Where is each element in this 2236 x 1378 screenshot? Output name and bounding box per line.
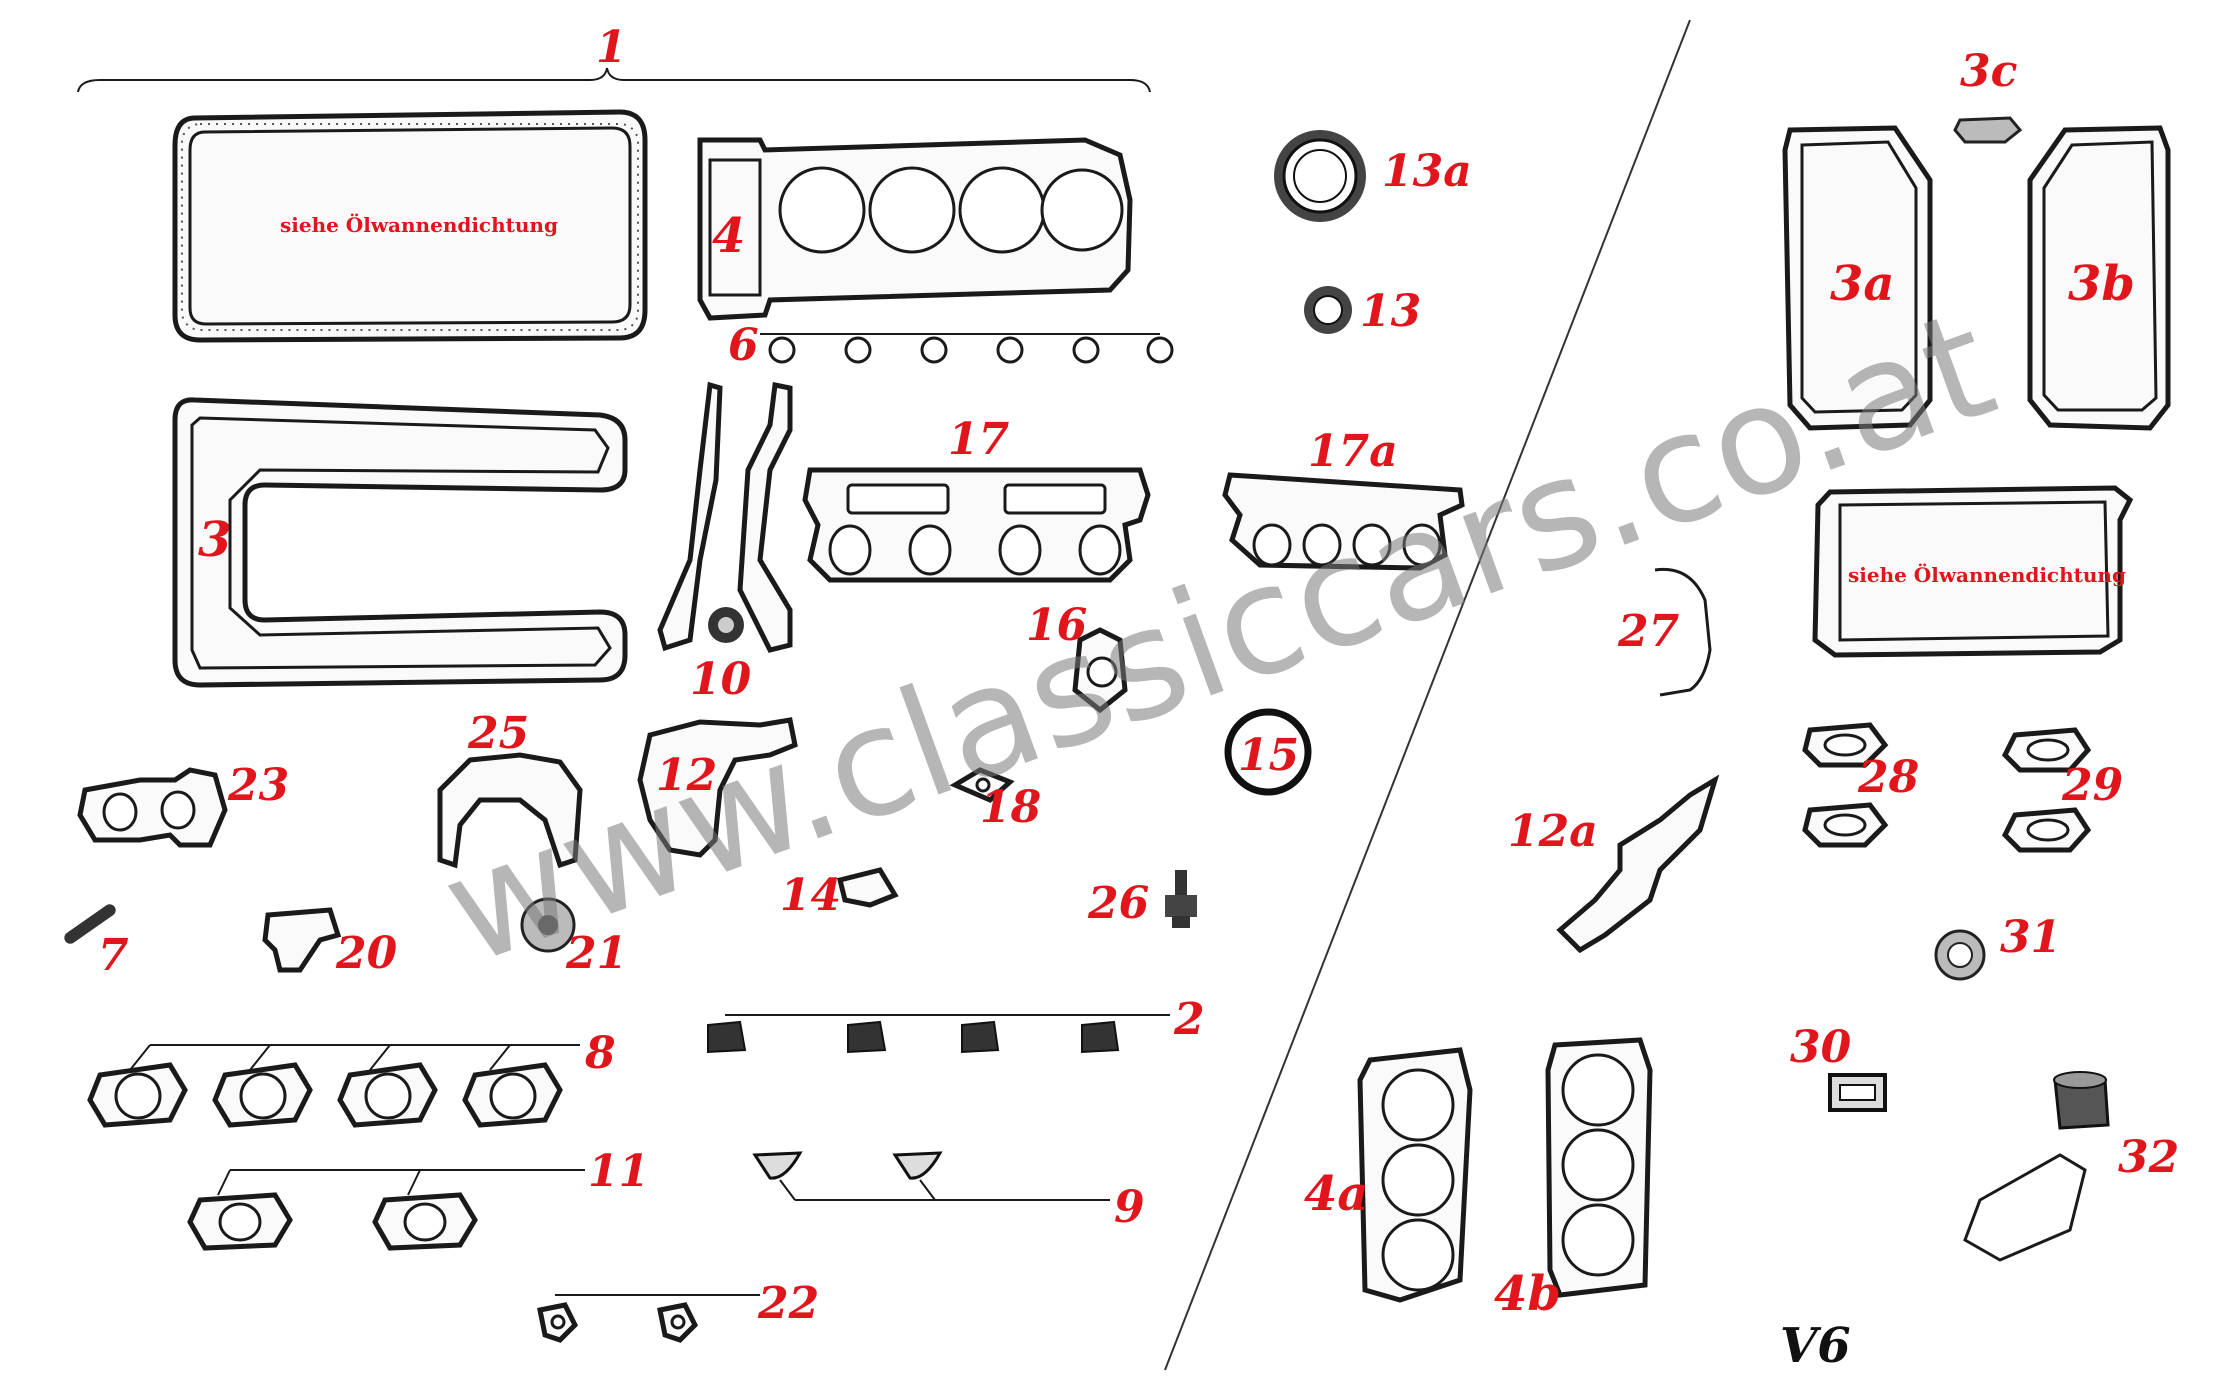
label-7: 7 bbox=[98, 930, 129, 981]
label-15: 15 bbox=[1238, 730, 1299, 781]
sleeve-32 bbox=[1963, 1071, 2110, 1262]
gaskets-28 bbox=[1802, 722, 1889, 848]
set-1-bracket bbox=[77, 67, 1151, 93]
seal-21 bbox=[520, 897, 576, 953]
label-32: 32 bbox=[2118, 1132, 2179, 1183]
label-3c: 3c bbox=[1960, 46, 2018, 97]
oil-pan-gasket-right bbox=[1812, 485, 2134, 658]
valve-cover-gasket-3 bbox=[172, 397, 628, 688]
gaskets-29 bbox=[2001, 727, 2092, 853]
label-22: 22 bbox=[757, 1278, 819, 1329]
gasket-14 bbox=[836, 867, 899, 908]
label-16: 16 bbox=[1026, 600, 1087, 651]
label-25: 25 bbox=[467, 708, 529, 759]
cap-3c bbox=[1953, 116, 2023, 144]
exhaust-gaskets-8 bbox=[87, 1044, 580, 1128]
valve-stem-seals-6 bbox=[760, 333, 1174, 364]
label-8: 8 bbox=[584, 1028, 616, 1079]
gasket-30 bbox=[1828, 1073, 1887, 1112]
part-26 bbox=[1165, 870, 1197, 928]
intake-gasket-17a bbox=[1222, 472, 1465, 571]
head-gasket-4 bbox=[697, 137, 1133, 321]
label-6: 6 bbox=[728, 320, 759, 371]
gasket-16 bbox=[1072, 627, 1128, 714]
water-pump-gasket-12a bbox=[1556, 774, 1720, 954]
section-divider bbox=[1164, 19, 1691, 1371]
seal-13a bbox=[1274, 130, 1366, 222]
gaskets-11 bbox=[187, 1169, 585, 1251]
head-gasket-4b bbox=[1545, 1037, 1653, 1298]
label-9: 9 bbox=[1114, 1182, 1145, 1233]
label-3: 3 bbox=[198, 512, 231, 568]
label-30: 30 bbox=[1790, 1022, 1852, 1073]
label-2: 2 bbox=[1173, 994, 1205, 1045]
head-gasket-4a bbox=[1357, 1047, 1473, 1303]
pin-7 bbox=[64, 904, 116, 944]
label-3a: 3a bbox=[1830, 256, 1895, 312]
valve-cover-gasket-3a bbox=[1782, 125, 1933, 431]
timing-cover-gaskets bbox=[657, 381, 793, 653]
label-21: 21 bbox=[565, 928, 627, 979]
intake-gasket-17 bbox=[802, 467, 1151, 583]
label-4b: 4b bbox=[1494, 1266, 1561, 1322]
label-4: 4 bbox=[712, 208, 745, 264]
seal-31 bbox=[1934, 929, 1986, 981]
label-1: 1 bbox=[596, 22, 627, 73]
label-13: 13 bbox=[1360, 286, 1421, 337]
label-23: 23 bbox=[227, 760, 289, 811]
label-11: 11 bbox=[588, 1146, 649, 1197]
o-ring-15 bbox=[1224, 708, 1312, 796]
label-17a: 17a bbox=[1308, 426, 1398, 477]
seals-9 bbox=[752, 1151, 1110, 1201]
gasket-20 bbox=[262, 907, 342, 973]
label-27: 27 bbox=[1617, 606, 1680, 657]
label-29: 29 bbox=[2061, 760, 2123, 811]
parts-22 bbox=[537, 1294, 760, 1343]
label-12a: 12a bbox=[1508, 806, 1598, 857]
label-18: 18 bbox=[980, 782, 1041, 833]
label-3b: 3b bbox=[2068, 256, 2135, 312]
gasket-18 bbox=[949, 767, 1015, 803]
label-13a: 13a bbox=[1382, 146, 1472, 197]
label-28: 28 bbox=[1857, 752, 1919, 803]
oil-pan-gasket-left bbox=[172, 109, 648, 343]
label-26: 26 bbox=[1087, 878, 1149, 929]
label-14: 14 bbox=[780, 870, 841, 921]
gasket-23 bbox=[77, 767, 228, 848]
oil-pan-note-left: siehe Ölwannendichtung bbox=[280, 212, 558, 237]
seal-13 bbox=[1304, 286, 1352, 334]
label-4a: 4a bbox=[1304, 1166, 1369, 1222]
gasket-25 bbox=[437, 752, 583, 869]
label-10: 10 bbox=[690, 654, 752, 705]
label-31: 31 bbox=[2000, 912, 2061, 963]
gasket-27 bbox=[1654, 567, 1712, 697]
section-label-v6: V6 bbox=[1780, 1318, 1851, 1374]
label-12: 12 bbox=[656, 750, 717, 801]
water-pump-gasket-12 bbox=[637, 717, 798, 858]
label-20: 20 bbox=[335, 928, 398, 979]
label-17: 17 bbox=[948, 414, 1010, 465]
valve-cover-gasket-3b bbox=[2027, 125, 2171, 431]
oil-pan-note-right: siehe Ölwannendichtung bbox=[1848, 562, 2126, 587]
caps-2 bbox=[707, 1014, 1170, 1054]
